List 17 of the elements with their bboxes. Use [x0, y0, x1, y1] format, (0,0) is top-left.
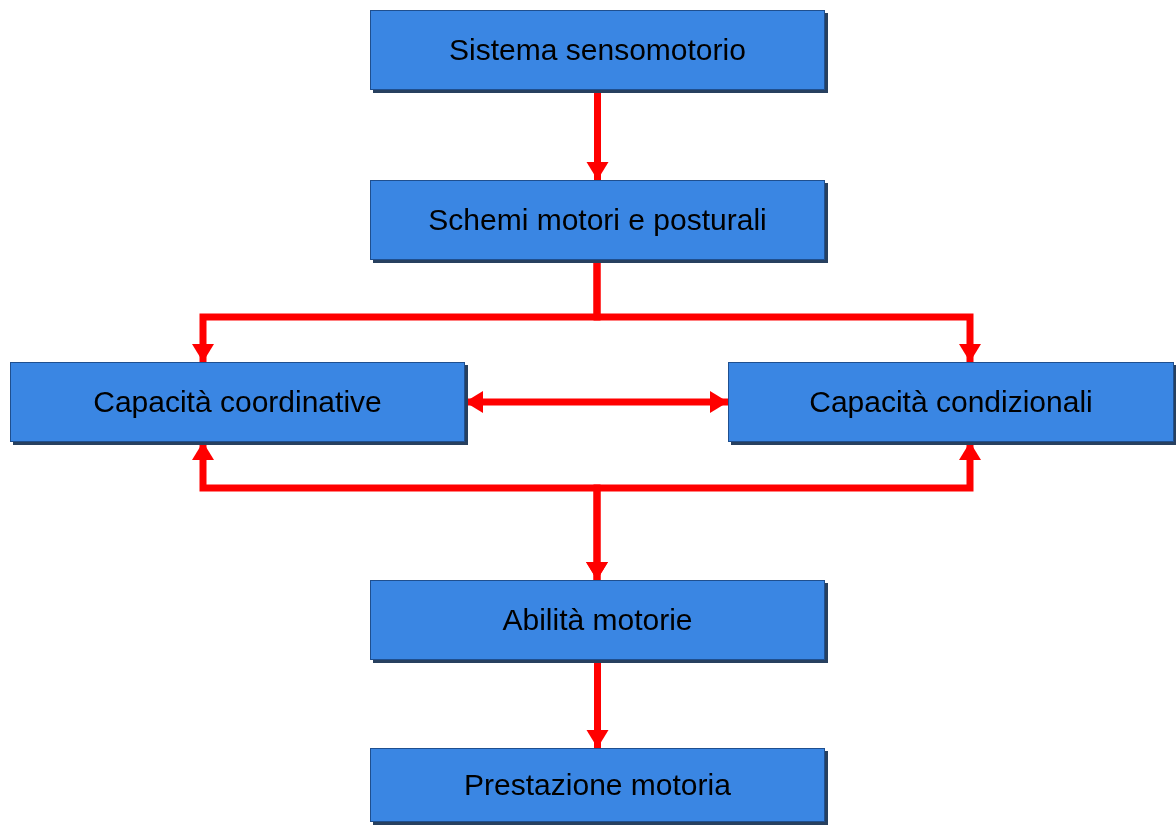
process-box — [370, 748, 825, 822]
process-box — [370, 180, 825, 260]
box-label: Sistema sensomotorio — [449, 32, 746, 69]
box-label: Schemi motori e posturali — [428, 202, 767, 239]
process-box — [370, 580, 825, 660]
box-label: Prestazione motoria — [464, 767, 731, 804]
box-label: Abilità motorie — [502, 602, 693, 639]
arrow — [593, 260, 981, 362]
arrow — [586, 442, 981, 580]
box-label: Capacità condizionali — [809, 384, 1093, 421]
arrow — [586, 90, 609, 180]
process-box — [370, 10, 825, 90]
process-box — [728, 362, 1174, 442]
box-label: Capacità coordinative — [93, 384, 382, 421]
process-box — [10, 362, 465, 442]
arrow — [465, 391, 728, 413]
arrow — [586, 660, 609, 748]
